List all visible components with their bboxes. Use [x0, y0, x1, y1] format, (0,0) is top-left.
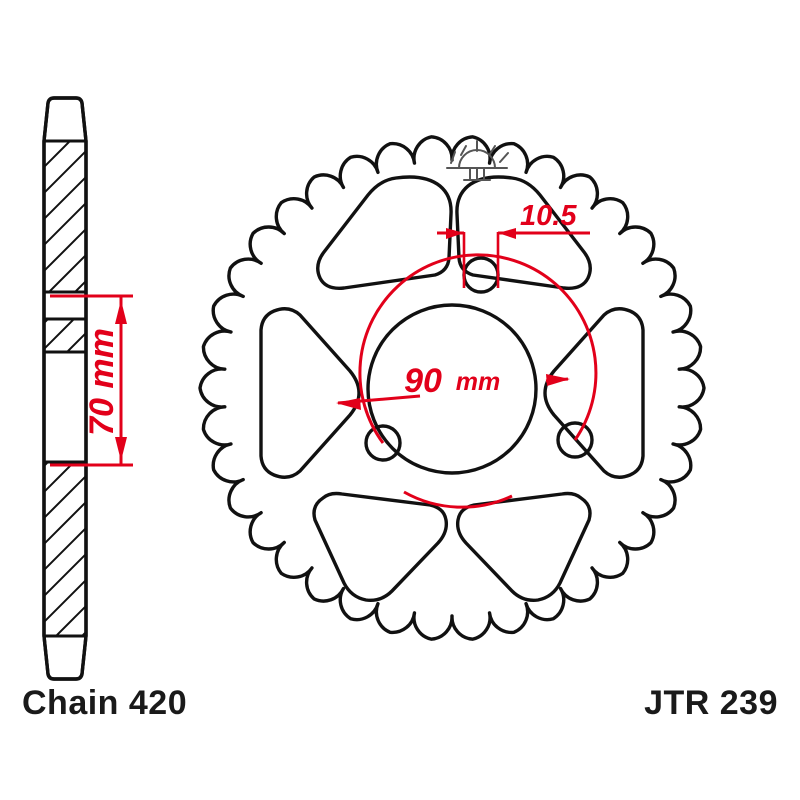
side-view-profile [42, 96, 88, 681]
arrow-bolt-hole-right [498, 228, 516, 239]
dimension-bolt-circle: 90 mm [336, 253, 598, 509]
center-bore [366, 303, 538, 475]
sunrise-logo [446, 140, 509, 181]
chain-label: Chain 420 [22, 684, 187, 722]
side-section-view [42, 96, 88, 681]
dimension-thickness: 70 mm [50, 294, 133, 467]
bolt-hole-bottom-right [556, 421, 594, 459]
thickness-dim-label: 70 mm [83, 328, 121, 436]
sprocket-face-view [198, 135, 706, 641]
bolt-circle-number: 90 [404, 362, 442, 400]
lightening-hole-5 [312, 491, 449, 602]
arrow-thickness-top [115, 300, 127, 324]
bolt-hole-dim-label: 10.5 [520, 200, 577, 232]
bolt-hole-bottom-left [364, 424, 402, 462]
bolt-circle-unit: mm [456, 368, 500, 396]
dimension-bolt-hole: 10.5 [437, 200, 590, 288]
lightening-hole-2 [455, 175, 592, 290]
bolt-circle-arc-bottom [403, 490, 513, 509]
lightening-hole-4 [543, 307, 645, 479]
part-number-label: JTR 239 [644, 684, 778, 722]
arrow-bolt-circle-left [336, 398, 361, 410]
arrow-bolt-hole-left [446, 228, 464, 239]
lightening-hole-6 [455, 491, 592, 602]
arrow-thickness-bottom [115, 437, 127, 461]
lightening-hole-1 [316, 175, 453, 290]
arrow-bolt-circle-right [546, 374, 570, 386]
bolt-circle-arc [358, 253, 598, 444]
side-view-profile-overlay [42, 96, 88, 681]
side-view-section-lines [42, 139, 88, 638]
lightening-hole-3 [259, 307, 361, 479]
sprocket-teeth-outline [198, 135, 706, 641]
